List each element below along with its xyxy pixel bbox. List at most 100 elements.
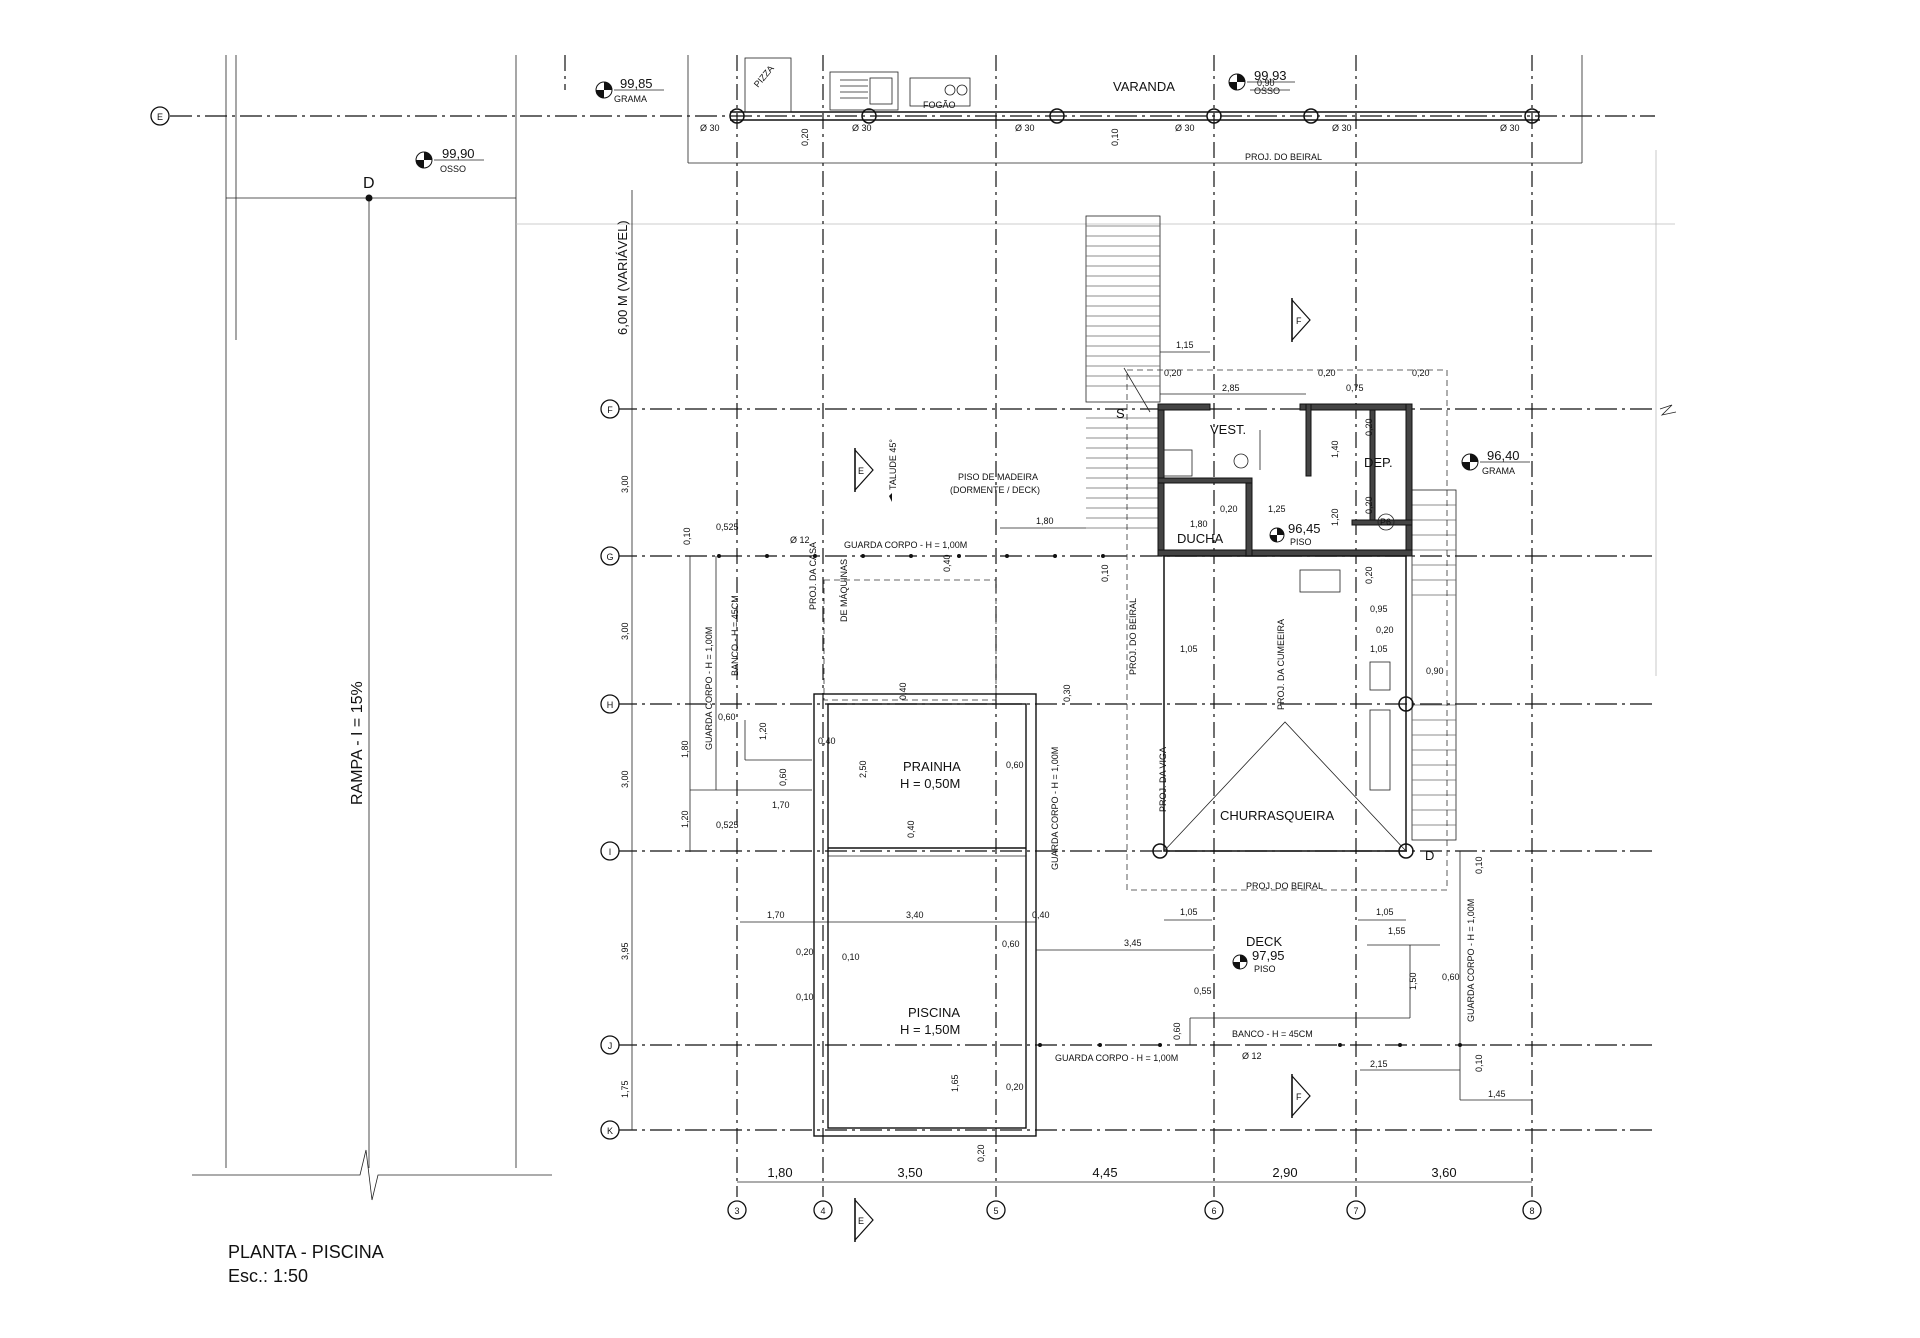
casa-maquinas-label-2: DE MÁQUINAS xyxy=(839,559,849,622)
stove-label: FOGÃO xyxy=(923,100,956,110)
deck-notes: PISO DE MADEIRA (DORMENTE / DECK) 1,80 0… xyxy=(888,439,1110,582)
dim-label: 0,60 xyxy=(1442,972,1460,982)
dim-label: 0,10 xyxy=(796,992,814,1002)
dim-label: 2,15 xyxy=(1370,1059,1388,1069)
section-marker-e-bottom: E xyxy=(854,1198,874,1242)
level-value: 96,40 xyxy=(1487,448,1520,463)
piscina-label: PISCINA xyxy=(908,1005,960,1020)
section-e-label: E xyxy=(858,1216,864,1226)
row-spacing-f-g: 3,00 xyxy=(620,475,630,493)
diameter-label: Ø 30 xyxy=(1332,123,1352,133)
dim-label: 0,525 xyxy=(716,820,739,830)
dim-label: 0,20 xyxy=(1006,1082,1024,1092)
guarda-corpo-top-label: GUARDA CORPO - H = 1,00M xyxy=(844,540,967,550)
dim-label: 0,10 xyxy=(842,952,860,962)
dim-label: 0,75 xyxy=(1346,383,1364,393)
structural-grid xyxy=(170,55,1655,1197)
guarda-corpo-left-label: GUARDA CORPO - H = 1,00M xyxy=(704,627,714,750)
varanda-area: PIZZA FOGÃO VARANDA PROJ. DO BEIRAL Ø 30… xyxy=(687,55,1583,164)
row-spacing-dimensions: 3,00 3,00 3,00 3,95 1,75 6,00 M (VARIÁVE… xyxy=(615,190,633,1130)
diameter-label: Ø 30 xyxy=(1015,123,1035,133)
grid-col-8: 8 xyxy=(1529,1206,1534,1216)
dim-label: 1,25 xyxy=(1268,504,1286,514)
section-marker-f-bottom: F xyxy=(1291,1074,1311,1118)
varanda-label: VARANDA xyxy=(1113,79,1175,94)
dim-label: 1,65 xyxy=(950,1074,960,1092)
section-marker-f-top: F xyxy=(1291,298,1311,342)
grid-row-h: H xyxy=(607,700,614,710)
dim-label: 2,85 xyxy=(1222,383,1240,393)
level-marker-9985: 99,85 GRAMA xyxy=(595,76,664,104)
drawing-title-label: PLANTA - PISCINA xyxy=(228,1242,384,1262)
diameter-label: Ø 30 xyxy=(1500,123,1520,133)
grid-row-labels: E F G H I J K xyxy=(150,106,620,1140)
dim-label: 1,20 xyxy=(680,810,690,828)
dim-label: 1,20 xyxy=(1330,508,1340,526)
dim-label: 0,60 xyxy=(778,768,788,786)
right-stair xyxy=(1411,489,1457,841)
dim-label: 1,05 xyxy=(1370,644,1388,654)
level-value: 99,90 xyxy=(442,146,475,161)
dim-label: 0,40 xyxy=(906,820,916,838)
stair-up-label: S xyxy=(1116,406,1125,421)
level-value: 96,45 xyxy=(1288,521,1321,536)
vest-label: VEST. xyxy=(1210,422,1246,437)
grid-col-labels: 3 4 5 6 7 8 xyxy=(727,1200,1542,1220)
churrasqueira-label: CHURRASQUEIRA xyxy=(1220,808,1334,823)
col-spacing-3-4: 1,80 xyxy=(767,1165,792,1180)
level-value: 99,85 xyxy=(620,76,653,91)
upper-stair: S xyxy=(1085,215,1161,529)
dim-label: 0,10 xyxy=(1474,856,1484,874)
dim-label: 0,40 xyxy=(1032,910,1050,920)
dim-label: 0,10 xyxy=(682,527,692,545)
dim-label: 0,20 xyxy=(796,947,814,957)
dim-label: 1,05 xyxy=(1180,644,1198,654)
col-spacing-4-5: 3,50 xyxy=(897,1165,922,1180)
dim-label: 1,50 xyxy=(1408,972,1418,990)
guarda-corpo-pool-label: GUARDA CORPO - H = 1,00M xyxy=(1050,747,1060,870)
dim-label: 1,05 xyxy=(1180,907,1198,917)
section-f-label: F xyxy=(1296,316,1302,326)
dim-label: 0,10 xyxy=(1110,128,1120,146)
dim-label: 1,20 xyxy=(758,722,768,740)
deck-area: DECK 3,45 1,55 1,50 0,60 0,55 0,60 BANCO… xyxy=(1036,851,1532,1101)
dim-label: 0,40 xyxy=(898,682,908,700)
dim-label: 1,80 xyxy=(680,740,690,758)
dim-label: 0,20 xyxy=(1364,566,1374,584)
break-mark xyxy=(1659,404,1677,416)
grid-col-3: 3 xyxy=(734,1206,739,1216)
service-block: VEST. DEP. DUCHA P6 1,15 0,20 2,85 0,20 … xyxy=(1126,340,1448,891)
diameter-label: Ø 30 xyxy=(1175,123,1195,133)
row-spacing-i-j: 3,95 xyxy=(620,942,630,960)
diameter-label: Ø 30 xyxy=(700,123,720,133)
row-spacing-g-h: 3,00 xyxy=(620,622,630,640)
ramp-slope-label: RAMPA - I = 15% xyxy=(349,681,366,805)
prainha-depth-label: H = 0,50M xyxy=(900,776,960,791)
dim-label: 0,20 xyxy=(1318,368,1336,378)
building-outline: CHURRASQUEIRA D PROJ. DO BEIRAL PROJ. DO… xyxy=(1128,555,1434,921)
proj-viga-label: PROJ. DA VIGA xyxy=(1158,747,1168,812)
dim-label: 0,20 xyxy=(1376,625,1394,635)
casa-maquinas-label-1: PROJ. DA CASA xyxy=(808,542,818,610)
dim-label: 3,45 xyxy=(1124,938,1142,948)
dim-label: 0,20 xyxy=(800,128,810,146)
row-spacing-j-k: 1,75 xyxy=(620,1080,630,1098)
ducha-label: DUCHA xyxy=(1177,531,1224,546)
dim-label: 1,05 xyxy=(1376,907,1394,917)
dim-label: 0,10 xyxy=(1474,1054,1484,1072)
proj-beiral-vertical-label: PROJ. DO BEIRAL xyxy=(1128,598,1138,675)
drawing-scale-label: Esc.: 1:50 xyxy=(228,1266,308,1286)
level-marker-9645: 96,45 PISO xyxy=(1269,521,1321,547)
dim-label: 1,40 xyxy=(1330,440,1340,458)
level-value: 97,95 xyxy=(1252,948,1285,963)
diameter-label: Ø 12 xyxy=(1242,1051,1262,1061)
banco-left-label: BANCO - H = 45CM xyxy=(730,595,740,676)
dep-label: DEP. xyxy=(1364,455,1393,470)
level-marker-9993: 99,93 OSSO xyxy=(1228,68,1295,96)
dim-label: 1,45 xyxy=(1488,1089,1506,1099)
level-value: 99,93 xyxy=(1254,68,1287,83)
grid-col-7: 7 xyxy=(1353,1206,1358,1216)
drawing-title: PLANTA - PISCINA Esc.: 1:50 xyxy=(228,1242,384,1286)
section-f-label: F xyxy=(1296,1092,1302,1102)
